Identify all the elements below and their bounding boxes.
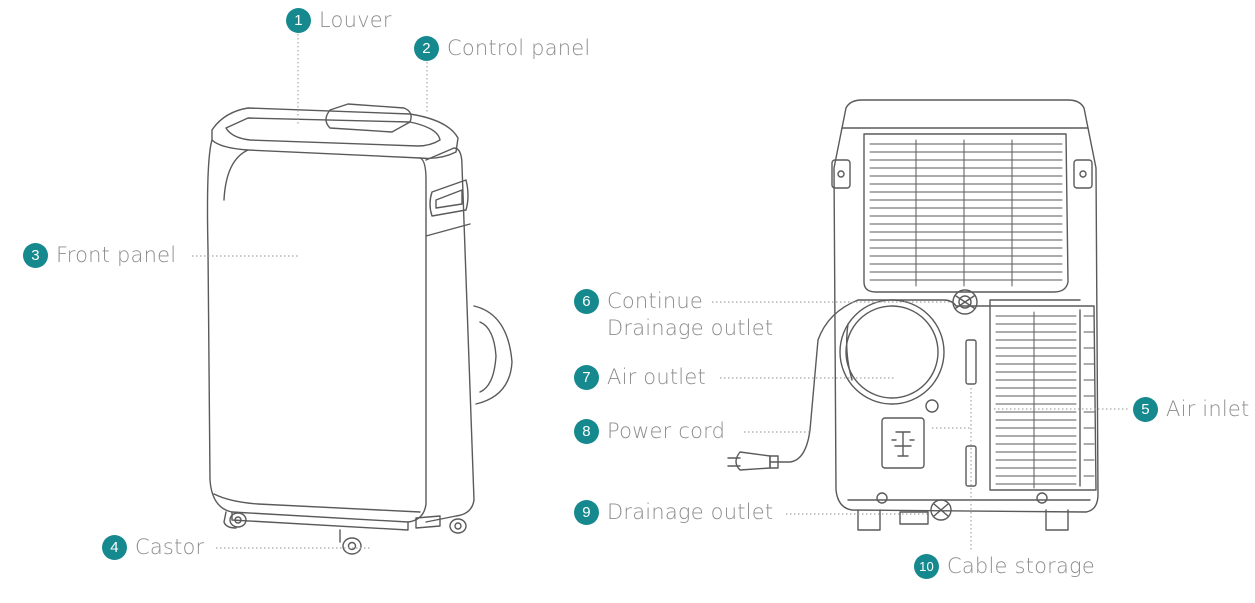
callout-label-front-panel: Front panel [56,243,177,267]
inlet-grille-slats [995,311,1095,489]
callout-badge-10: 10 [914,554,939,579]
front-view-unit [206,103,513,555]
rear-view-unit [727,99,1099,531]
callout-label-castor: Castor [135,535,205,559]
leader-lines [192,34,1128,550]
callout-badge-2: 2 [414,36,439,61]
callout-front-panel: 3 Front panel [23,242,176,269]
callout-label-continue: Continue [607,289,704,313]
callout-label-drainage-outlet: Drainage outlet [607,500,774,524]
upper-grille [863,133,1069,293]
callout-power-cord: 8 Power cord [574,418,725,445]
callout-air-inlet: 5 Air inlet [1133,396,1249,423]
callout-badge-5: 5 [1133,397,1158,422]
callout-continue-drainage-outlet: 6 Continue Drainage outlet [574,288,773,342]
callout-badge-9: 9 [574,500,599,525]
callout-badge-6: 6 [574,289,599,314]
callout-louver: 1 Louver [286,7,392,34]
callout-badge-4: 4 [102,535,127,560]
callout-control-panel: 2 Control panel [414,35,590,62]
callout-label-control-panel: Control panel [447,36,591,60]
callout-label-drainage-outlet-line2: Drainage outlet [607,316,774,340]
power-cord-line [769,299,859,463]
callout-cable-storage: 10 Cable storage [914,553,1095,580]
callout-label-air-inlet: Air inlet [1166,397,1250,421]
drainage-outlet-plug [930,499,952,521]
upper-grille-slats [869,139,1063,287]
callout-badge-1: 1 [286,8,311,33]
callout-castor: 4 Castor [102,534,204,561]
callout-label-cable-storage: Cable storage [947,554,1095,578]
air-inlet-grille [989,305,1097,491]
callout-label-louver: Louver [319,8,392,32]
callout-air-outlet: 7 Air outlet [574,364,706,391]
castor-wheels [223,511,467,555]
callout-badge-7: 7 [574,365,599,390]
callout-drainage-outlet: 9 Drainage outlet [574,499,773,526]
callout-label-air-outlet: Air outlet [607,365,706,389]
callout-badge-8: 8 [574,419,599,444]
callout-badge-3: 3 [23,243,48,268]
callout-label-power-cord: Power cord [607,419,726,443]
leader-power-cord [744,427,972,433]
air-outlet-ring [839,299,945,405]
